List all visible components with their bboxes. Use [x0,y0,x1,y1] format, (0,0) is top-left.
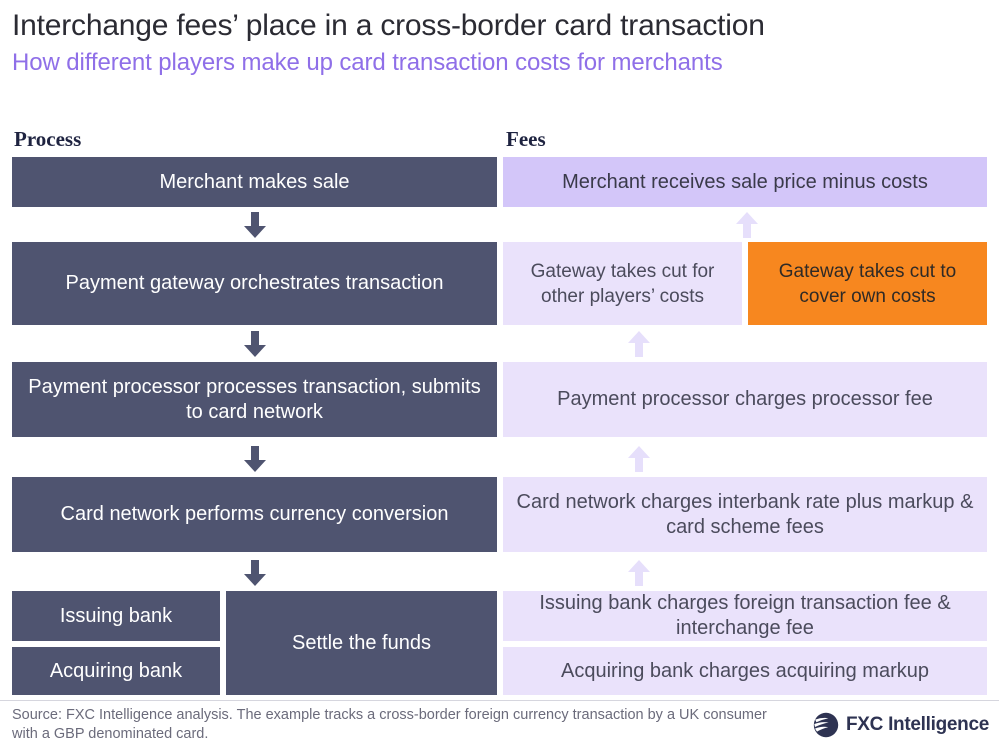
process-step-merchant-makes-sale: Merchant makes sale [12,157,497,207]
process-step-payment-gateway: Payment gateway orchestrates transaction [12,242,497,325]
fee-item-processor-fee: Payment processor charges processor fee [503,362,987,437]
fee-item-issuing-bank-charges: Issuing bank charges foreign transaction… [503,591,987,641]
up-arrow-icon-2 [624,329,654,359]
process-step-settle-the-funds: Settle the funds [226,591,497,695]
fee-item-gateway-own-costs: Gateway takes cut to cover own costs [748,242,987,325]
up-arrow-icon-3 [624,444,654,474]
column-header-fees: Fees [506,127,546,151]
logo-text: FXC Intelligence [845,714,989,735]
globe-icon [813,712,839,738]
fee-item-card-network-interbank: Card network charges interbank rate plus… [503,477,987,552]
up-arrow-icon-1 [732,210,762,240]
page-subtitle: How different players make up card trans… [12,49,723,76]
process-step-payment-processor: Payment processor processes transaction,… [12,362,497,437]
down-arrow-icon-2 [240,329,270,359]
up-arrow-icon-4 [624,558,654,588]
down-arrow-icon-4 [240,558,270,588]
footer-divider [0,700,999,701]
page-title: Interchange fees’ place in a cross-borde… [12,9,765,42]
fee-item-acquiring-bank-markup: Acquiring bank charges acquiring markup [503,647,987,695]
column-header-process: Process [14,127,82,151]
fee-item-merchant-receives: Merchant receives sale price minus costs [503,157,987,207]
fee-item-gateway-other-players: Gateway takes cut for other players’ cos… [503,242,742,325]
process-step-issuing-bank: Issuing bank [12,591,220,641]
process-step-card-network: Card network performs currency conversio… [12,477,497,552]
down-arrow-icon-3 [240,444,270,474]
down-arrow-icon-1 [240,210,270,240]
process-step-acquiring-bank: Acquiring bank [12,647,220,695]
fxc-intelligence-logo: FXC Intelligence [813,712,989,738]
source-note: Source: FXC Intelligence analysis. The e… [12,707,767,742]
